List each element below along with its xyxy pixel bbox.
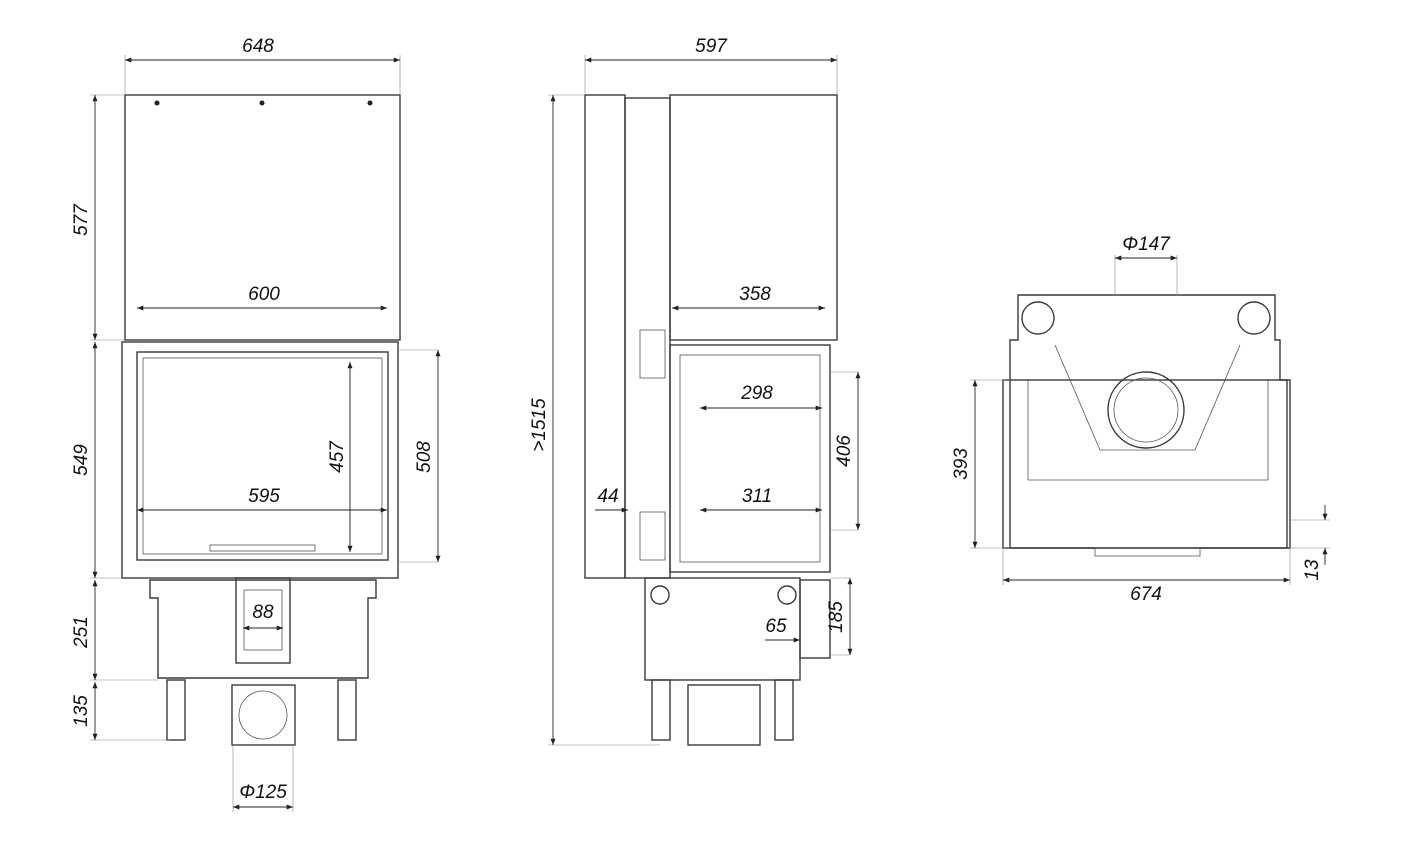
dim-648: 648 xyxy=(242,36,274,57)
dim-577: 577 xyxy=(71,203,92,236)
extension-lines xyxy=(90,55,1330,812)
dim-phi147: Φ147 xyxy=(1122,234,1171,255)
side-view xyxy=(584,94,838,746)
dim-358: 358 xyxy=(739,284,771,305)
dim-595: 595 xyxy=(248,486,280,507)
dim-phi125: Φ125 xyxy=(239,782,287,803)
dim-600: 600 xyxy=(248,284,280,305)
dim-135: 135 xyxy=(71,695,92,727)
dim-311: 311 xyxy=(742,486,772,507)
top-view xyxy=(1002,294,1291,557)
dim-406: 406 xyxy=(834,435,855,467)
dim-1515: >1515 xyxy=(529,398,550,452)
dim-88: 88 xyxy=(252,602,274,623)
dim-457: 457 xyxy=(327,440,348,473)
dim-44: 44 xyxy=(597,486,618,507)
dim-13: 13 xyxy=(1302,559,1323,581)
dim-251: 251 xyxy=(71,616,92,649)
dim-298: 298 xyxy=(740,383,773,404)
dim-65: 65 xyxy=(765,616,787,637)
dimension-labels: 648 577 600 549 457 508 595 88 251 135 Φ… xyxy=(71,36,1323,803)
dim-597: 597 xyxy=(695,36,728,57)
dim-508: 508 xyxy=(414,441,435,473)
dim-674: 674 xyxy=(1130,584,1162,605)
dim-393: 393 xyxy=(951,448,972,480)
front-view xyxy=(121,94,401,746)
dimension-lines xyxy=(92,57,1328,810)
dim-185: 185 xyxy=(826,601,847,633)
dim-549: 549 xyxy=(71,444,92,476)
